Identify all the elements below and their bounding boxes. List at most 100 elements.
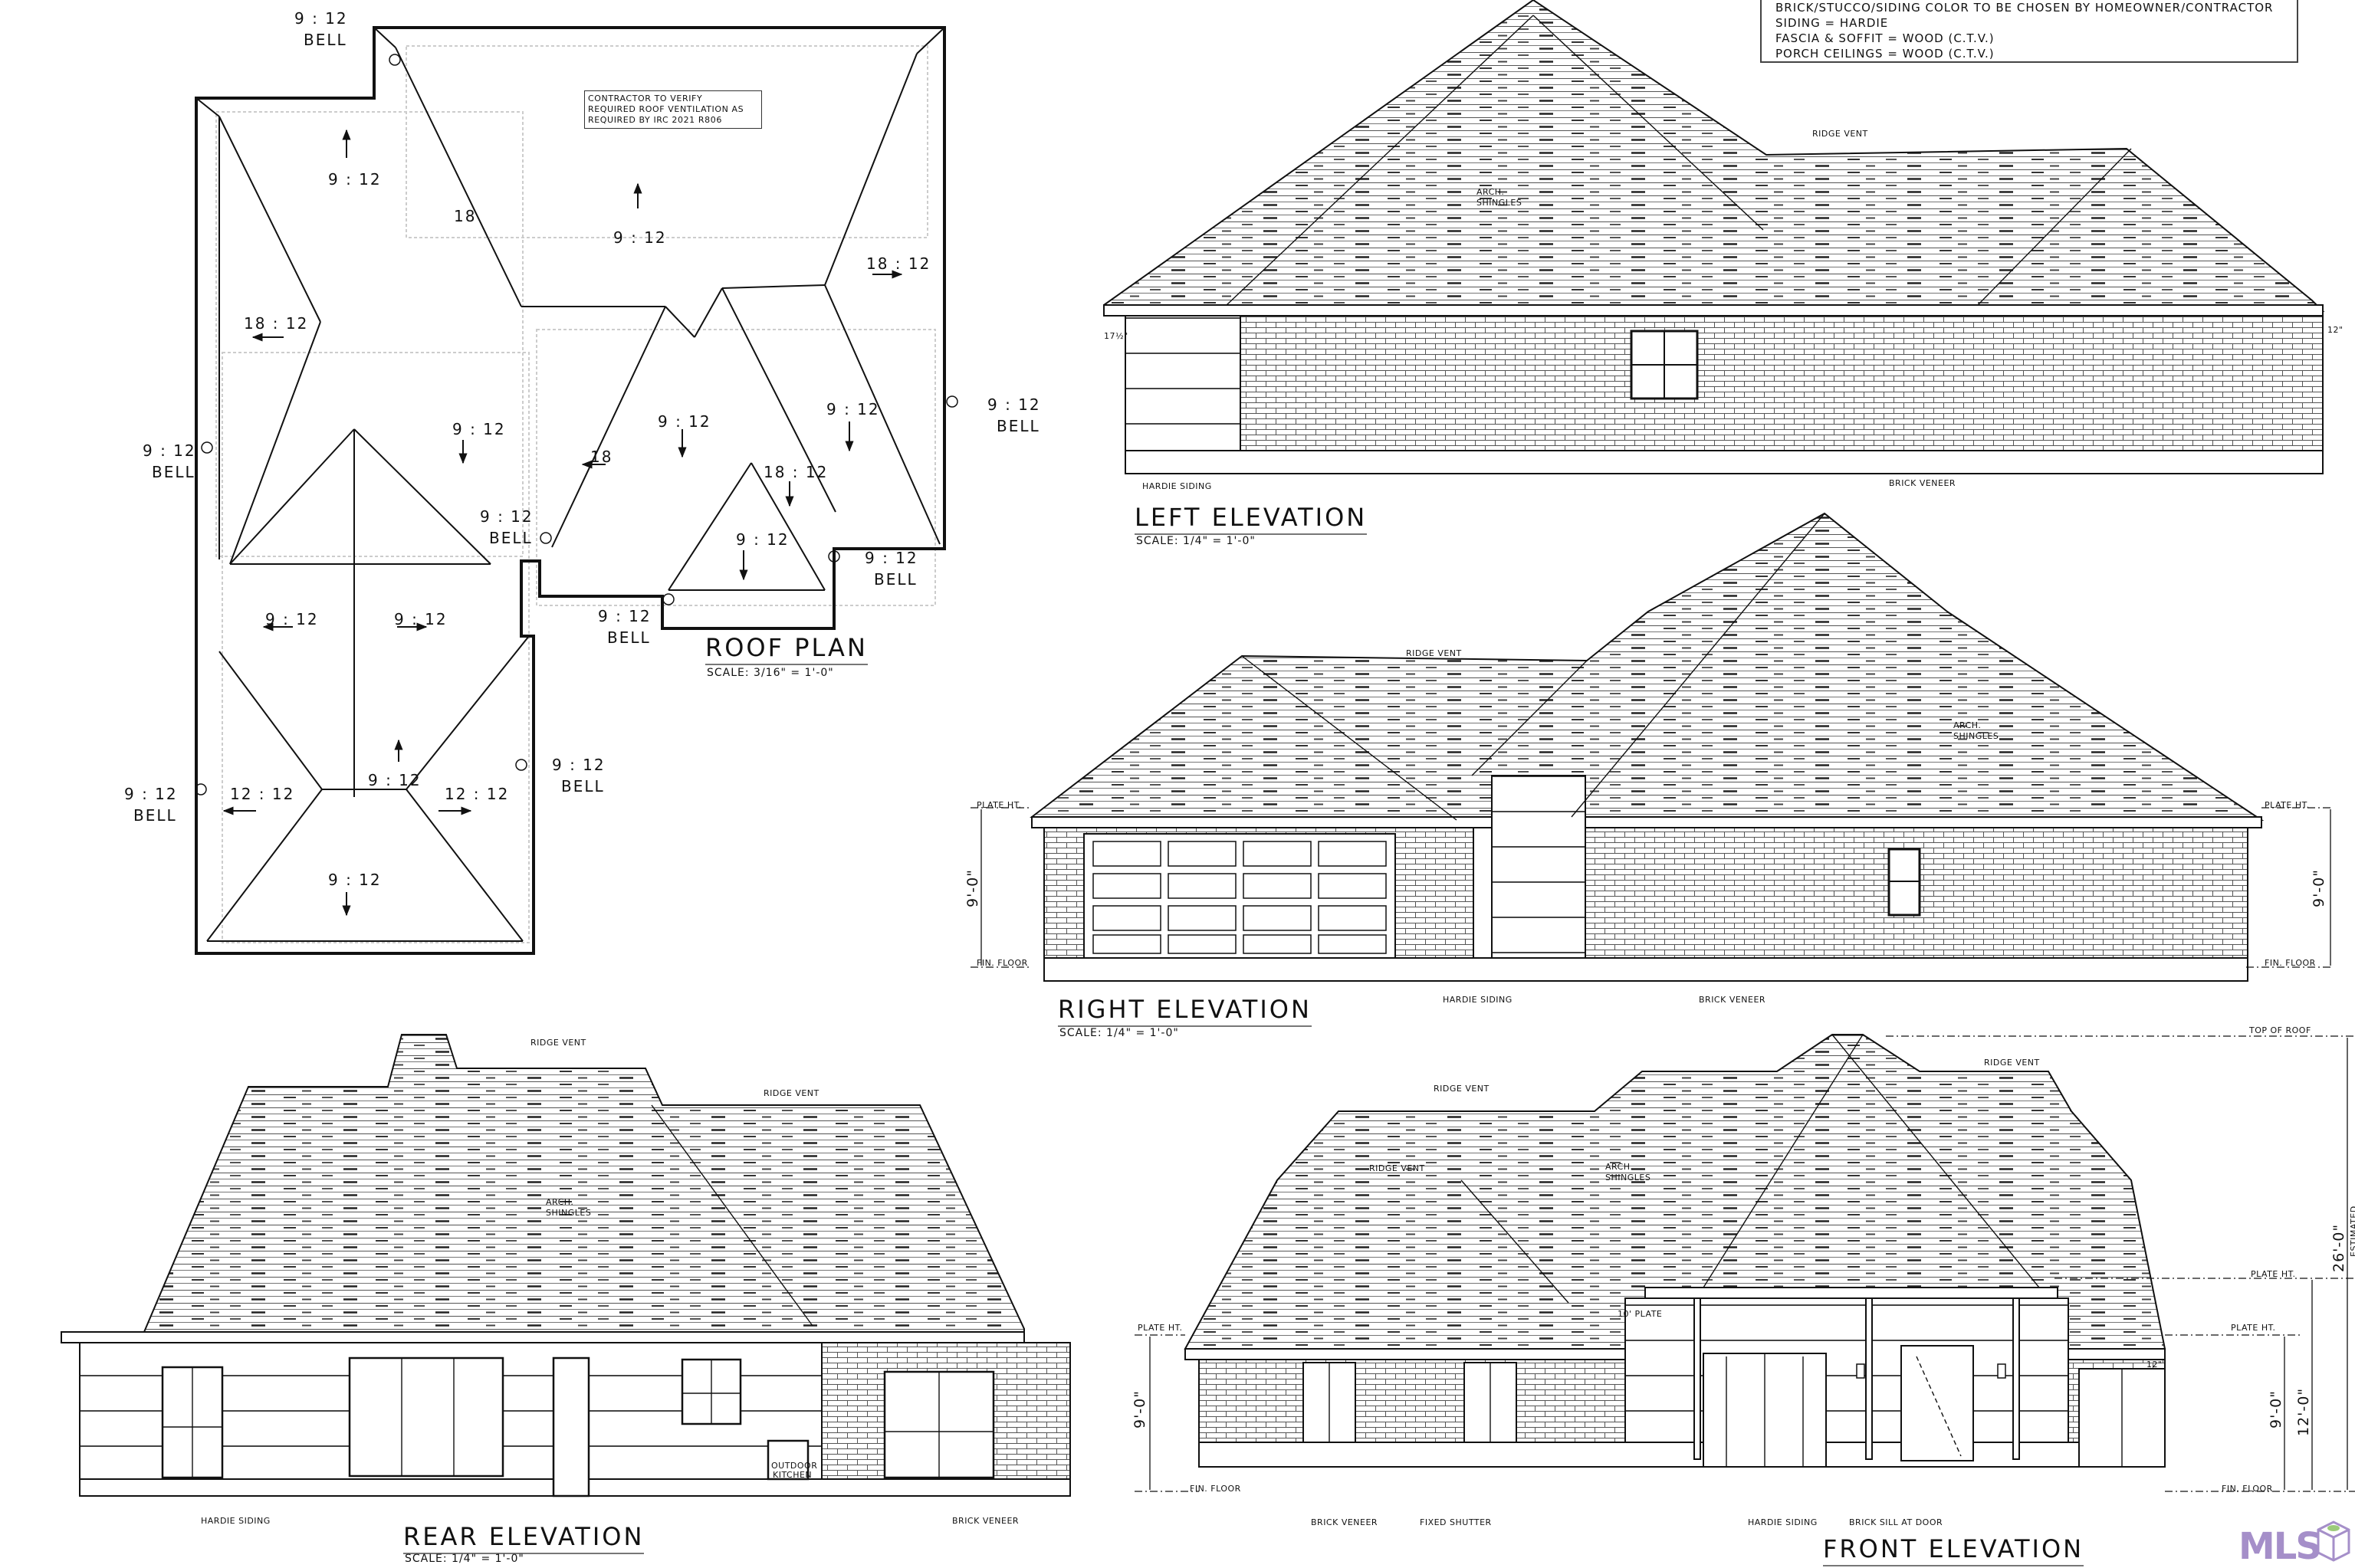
left-hardie-callout: HARDIE SIDING [1142, 481, 1212, 491]
rear-brick-callout: BRICK VENEER [952, 1516, 1020, 1526]
front-top-of-roof-label: TOP OF ROOF [2249, 1025, 2311, 1035]
left-brick-callout: BRICK VENEER [1889, 478, 1956, 488]
note-color: BRICK/STUCCO/SIDING COLOR TO BE CHOSEN B… [1775, 1, 2274, 15]
bell-pitch-label: 9 : 12 [987, 395, 1041, 414]
rear-elevation-title: REAR ELEVATION [403, 1522, 645, 1554]
bell-pitch-label: 9 : 12 [598, 607, 652, 625]
rear-hardie-callout: HARDIE SIDING [201, 1516, 271, 1526]
rear-outdoor-kitchen-1: OUTDOOR [771, 1461, 818, 1471]
left-elevation-title: LEFT ELEVATION [1135, 503, 1368, 535]
right-plate-ht-label: PLATE HT. [977, 800, 1022, 810]
bell-label: BELL [489, 529, 533, 547]
bell-label: BELL [152, 463, 195, 481]
front-wall-9-dim-right: 9'-0" [2268, 1390, 2284, 1429]
front-elevation-drawing [1135, 1034, 2355, 1492]
bell-pitch-label: 9 : 12 [124, 785, 178, 803]
left-overhang-dim: 17½" [1104, 331, 1128, 341]
roof-pitch-label: 9 : 12 [736, 530, 790, 549]
roof-pitch-label: 18 [590, 448, 613, 466]
left-overhang-right-dim: 12" [2327, 325, 2344, 335]
note-fascia: FASCIA & SOFFIT = WOOD (C.T.V.) [1775, 31, 1995, 45]
front-hardie-callout: HARDIE SIDING [1748, 1517, 1818, 1527]
rear-shingles-callout-2: SHINGLES [546, 1208, 592, 1218]
right-brick-callout: BRICK VENEER [1699, 995, 1766, 1005]
right-plate-ht-label-r: PLATE HT. [2265, 800, 2310, 810]
roof-pitch-label: 9 : 12 [452, 420, 506, 438]
left-shingles-callout-1: ARCH. [1476, 187, 1505, 197]
rear-ridge-vent-callout-2: RIDGE VENT [764, 1088, 819, 1098]
bell-pitch-label: 9 : 12 [480, 507, 534, 526]
front-brick-callout: BRICK VENEER [1311, 1517, 1378, 1527]
front-plate-ht-label-left: PLATE HT. [1138, 1323, 1183, 1333]
roof-pitch-label: 18 : 12 [244, 314, 309, 333]
roof-pitch-label: 9 : 12 [826, 400, 880, 418]
front-brick-sill-callout: BRICK SILL AT DOOR [1849, 1517, 1943, 1527]
roof-pitch-label: 9 : 12 [394, 610, 448, 628]
front-wall-9-dim-left: 9'-0" [1132, 1390, 1148, 1429]
left-elevation-scale: SCALE: 1/4" = 1'-0" [1136, 535, 1256, 547]
roof-pitch-label: 12 : 12 [445, 785, 510, 803]
front-ridge-vent-callout-2: RIDGE VENT [1984, 1058, 2040, 1068]
right-wall-height-dim-r: 9'-0" [2311, 869, 2327, 907]
rear-elevation-scale: SCALE: 1/4" = 1'-0" [405, 1553, 524, 1565]
front-fin-floor-right: FIN. FLOOR [2222, 1484, 2273, 1494]
bell-pitch-label: 9 : 12 [143, 441, 196, 460]
rear-ridge-vent-callout-1: RIDGE VENT [530, 1038, 586, 1048]
front-ridge-vent-callout-1: RIDGE VENT [1434, 1084, 1490, 1094]
front-fin-floor-left: FIN. FLOOR [1190, 1484, 1241, 1494]
front-wall-12-dim: 12'-0" [2295, 1387, 2312, 1436]
roof-pitch-label: 18 : 12 [764, 463, 829, 481]
roof-pitch-label: 9 : 12 [658, 412, 711, 431]
roof-pitch-label: 18 [454, 207, 477, 225]
right-shingles-callout-2: SHINGLES [1953, 731, 1999, 741]
note-porch: PORCH CEILINGS = WOOD (C.T.V.) [1775, 47, 1995, 61]
roof-pitch-label: 18 : 12 [866, 254, 931, 273]
front-shingles-callout-2: SHINGLES [1605, 1173, 1651, 1183]
right-hardie-callout: HARDIE SIDING [1443, 995, 1513, 1005]
roof-pitch-label: 9 : 12 [328, 871, 382, 889]
bell-label: BELL [607, 628, 651, 647]
rear-elevation-drawing [61, 1034, 1071, 1497]
left-shingles-callout-2: SHINGLES [1476, 198, 1522, 208]
roof-plan-scale: SCALE: 3/16" = 1'-0" [707, 667, 834, 679]
bell-label: BELL [133, 806, 177, 825]
roof-pitch-label: 9 : 12 [328, 170, 382, 189]
roof-pitch-label: 9 : 12 [613, 228, 667, 247]
roof-ventilation-note: CONTRACTOR TO VERIFY REQUIRED ROOF VENTI… [584, 90, 762, 129]
left-ridge-vent-callout: RIDGE VENT [1812, 129, 1868, 139]
left-elevation-drawing [1103, 0, 2325, 474]
right-fin-floor-label-r: FIN. FLOOR [2265, 958, 2316, 968]
rear-outdoor-kitchen-2: KITCHEN [773, 1470, 813, 1480]
bell-pitch-label: 9 : 12 [552, 756, 606, 774]
front-overall-height-dim: 26'-0" [2330, 1223, 2347, 1272]
front-10-plate-label: 10' PLATE [1618, 1309, 1663, 1319]
front-overhang-dim: 12" [2146, 1360, 2163, 1370]
front-ridge-vent-callout-3: RIDGE VENT [1369, 1163, 1425, 1173]
bell-label: BELL [304, 31, 347, 49]
right-ridge-vent-callout: RIDGE VENT [1406, 648, 1462, 658]
right-elevation-title: RIGHT ELEVATION [1058, 995, 1312, 1027]
front-plate-ht-label-top: PLATE HT. [2251, 1269, 2296, 1279]
bell-label: BELL [561, 777, 605, 795]
front-plate-ht-label-right: PLATE HT. [2231, 1323, 2276, 1333]
roof-plan-title: ROOF PLAN [705, 633, 868, 665]
right-shingles-callout-1: ARCH. [1953, 720, 1982, 730]
front-estimated-label: ESTIMATED [2349, 1206, 2355, 1257]
roof-pitch-label: 12 : 12 [230, 785, 295, 803]
right-fin-floor-label: FIN. FLOOR [977, 958, 1028, 968]
roof-pitch-label: 9 : 12 [265, 610, 319, 628]
mls-watermark-logo: MLS [2238, 1525, 2322, 1568]
general-notes-box: BRICK/STUCCO/SIDING COLOR TO BE CHOSEN B… [1760, 0, 2298, 63]
front-shutter-callout: FIXED SHUTTER [1420, 1517, 1492, 1527]
right-elevation-scale: SCALE: 1/4" = 1'-0" [1059, 1027, 1179, 1039]
bell-label: BELL [997, 417, 1040, 435]
front-shingles-callout-1: ARCH. [1605, 1162, 1634, 1172]
bell-label: BELL [874, 570, 918, 589]
right-wall-height-dim: 9'-0" [964, 869, 981, 907]
bell-pitch-label: 9 : 12 [294, 9, 348, 28]
roof-plan [195, 26, 958, 955]
mls-box-icon [2317, 1520, 2350, 1562]
rear-shingles-callout-1: ARCH. [546, 1197, 574, 1207]
roof-pitch-label: 9 : 12 [368, 771, 422, 789]
